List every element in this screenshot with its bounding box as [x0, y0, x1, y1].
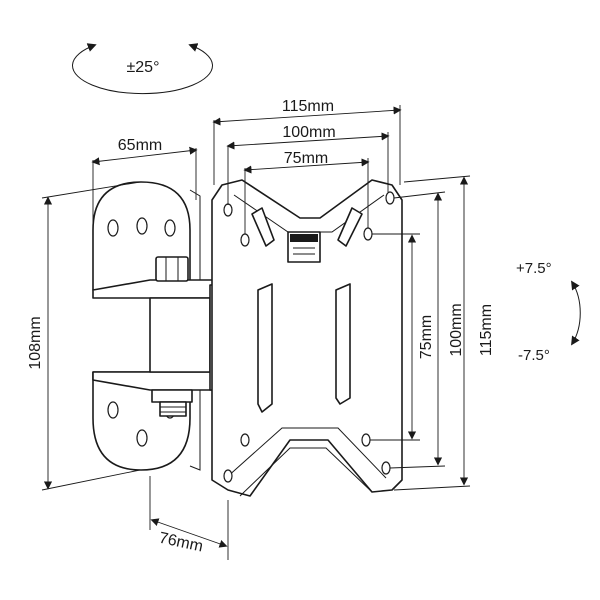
dim-line-75	[243, 158, 370, 174]
tilt-down-label: -7.5°	[518, 347, 550, 364]
top-dimensions: 115mm 100mm 75mm	[212, 98, 402, 234]
dim-line-76	[150, 518, 228, 548]
vesa-hole-100	[385, 191, 395, 205]
dim-label-115-height: 115mm	[478, 304, 495, 356]
dim-label-75-height: 75mm	[418, 315, 435, 359]
wall-width-dimension: 65mm	[91, 137, 198, 235]
wall-hole	[136, 217, 148, 235]
wall-hole	[164, 219, 176, 237]
dim-label-115-width: 115mm	[282, 98, 334, 115]
vesa-plate	[211, 179, 403, 497]
vesa-hole-75	[240, 433, 250, 447]
vesa-hole-75	[361, 433, 371, 447]
dim-label-108: 108mm	[27, 316, 44, 369]
swivel-arc-icon	[72, 43, 213, 95]
slot-left	[257, 283, 273, 413]
bottom-nut-icon	[151, 389, 193, 403]
top-bolt-icon	[155, 256, 189, 282]
vesa-hole-100	[223, 469, 233, 483]
vesa-hole-100	[381, 461, 391, 475]
arm-body	[149, 297, 211, 373]
tilt-up-label: +7.5°	[516, 260, 552, 277]
dim-label-100-width: 100mm	[282, 124, 335, 141]
dim-line-100	[226, 132, 390, 150]
arm-depth-dimension: 76mm	[149, 476, 229, 560]
right-dimensions: 75mm 100mm 115mm	[370, 175, 495, 491]
diag-slot-right	[337, 207, 363, 247]
vesa-plate-outline	[211, 179, 403, 497]
swivel-label: ±25°	[127, 59, 160, 76]
vesa-hole-75	[363, 227, 373, 241]
dim-line-115	[212, 106, 402, 126]
diag-slot-left	[251, 207, 275, 247]
bottom-bolt-icon	[159, 401, 187, 417]
dim-label-75-width: 75mm	[284, 150, 328, 167]
dim-label-76: 76mm	[157, 530, 204, 556]
vesa-hole-100	[223, 203, 233, 217]
slot-right	[335, 283, 351, 405]
wall-height-dimension: 108mm	[27, 181, 141, 491]
dim-label-65: 65mm	[118, 137, 162, 154]
wall-hole	[107, 401, 119, 419]
tilt-arc-icon	[571, 280, 581, 346]
dim-label-100-height: 100mm	[448, 303, 465, 356]
swivel-indicator: ±25°	[72, 43, 213, 95]
dim-line-65	[91, 146, 198, 166]
vesa-hole-75	[240, 233, 250, 247]
tilt-indicator: +7.5° -7.5°	[516, 260, 581, 364]
wall-hole	[107, 219, 119, 237]
wall-hole	[136, 429, 148, 447]
